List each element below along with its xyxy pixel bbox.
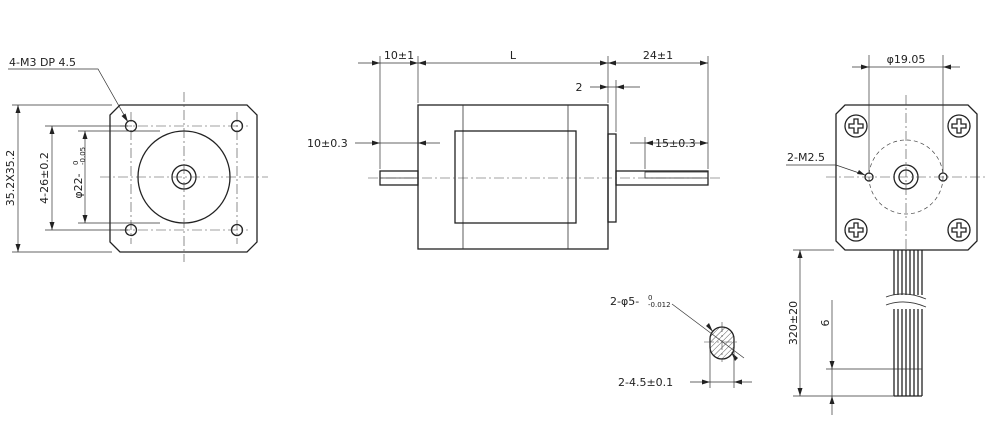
rear-holes-callout: 2-M2.5 <box>787 151 825 164</box>
front-shaft-flat <box>644 171 709 179</box>
screw-tl <box>844 114 868 138</box>
shaft-section: 2-φ5- 0-0.012 2-4.5±0.1 <box>610 294 752 389</box>
section-dia-dim: 2-φ5- <box>610 295 639 308</box>
section-flat-dim: 2-4.5±0.1 <box>618 376 673 389</box>
tolerance-line: -0.012 <box>648 301 671 309</box>
side-view: 10±1 L 24±1 2 10±0.3 15±0.3 <box>307 49 720 250</box>
section-dia-tol: 0-0.012 <box>648 294 671 309</box>
rear-lead-length-dim: 320±20 <box>787 301 800 345</box>
side-pilot-height-dim: 2 <box>576 81 583 94</box>
front-pilot-dim: φ22- <box>72 173 85 198</box>
front-pilot-tol: 0-0.05 <box>72 147 87 165</box>
side-rear-shaft-dim: 10±1 <box>384 49 414 62</box>
front-mount-callout: 4-M3 DP 4.5 <box>9 56 76 69</box>
stator-core <box>454 130 577 224</box>
side-front-shaft-dim: 24±1 <box>643 49 673 62</box>
tolerance-line: -0.05 <box>79 147 87 165</box>
side-rear-flat-dim: 10±0.3 <box>307 137 348 150</box>
rear-body-outline <box>835 104 978 251</box>
front-body-outline <box>109 104 258 253</box>
lead-wires <box>885 250 927 397</box>
screw-br <box>947 218 971 242</box>
screw-tr <box>947 114 971 138</box>
rear-strip-dim: 6 <box>819 320 832 327</box>
front-outline-dim: 35.2X35.2 <box>4 150 17 207</box>
front-hole-spacing-dim: 4-26±0.2 <box>38 152 51 204</box>
tolerance-line: 0 <box>648 294 652 302</box>
side-front-flat-dim: 15±0.3 <box>655 137 696 150</box>
rear-view: φ19.05 2-M2.5 <box>786 53 988 415</box>
rear-circle-dim: φ19.05 <box>887 53 926 66</box>
tolerance-line: 0 <box>72 161 80 165</box>
front-view: 4-M3 DP 4.5 35.2X35.2 4-26±0.2 φ22- 0-0.… <box>4 56 268 262</box>
section-dia-base: 2-φ5- <box>610 295 639 308</box>
side-body <box>417 104 609 250</box>
side-body-length-dim: L <box>510 49 517 62</box>
front-pilot-dim-base: φ22- <box>72 173 85 198</box>
screw-bl <box>844 218 868 242</box>
